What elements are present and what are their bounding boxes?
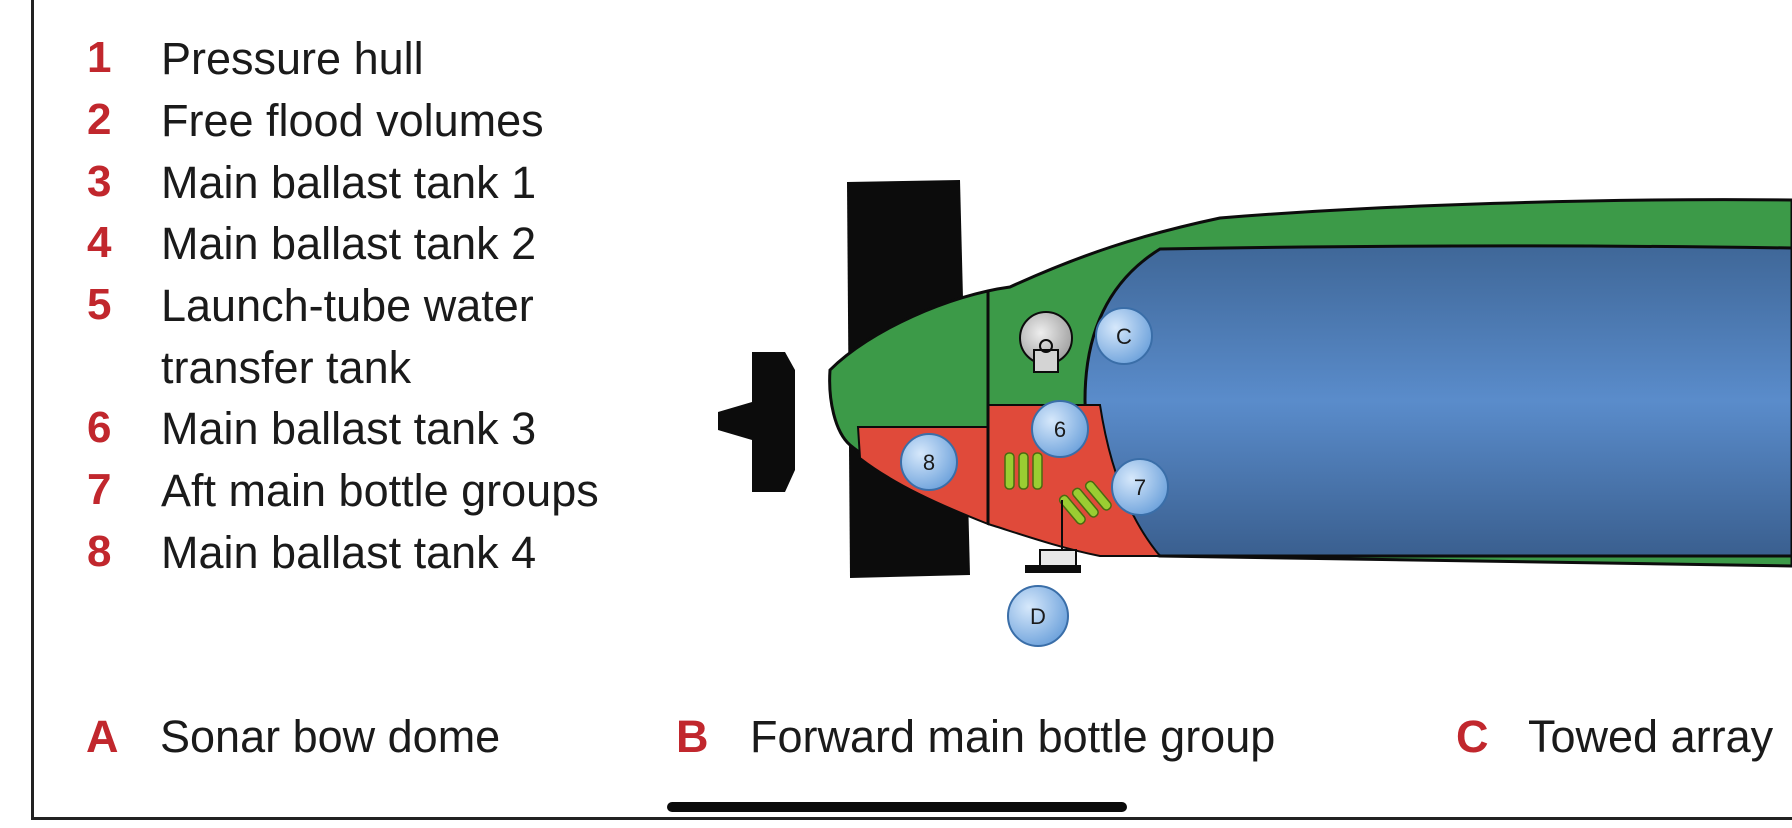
legend-number: 2 (87, 95, 112, 144)
legend-number: 3 (87, 157, 112, 206)
legend-letter-label: Towed array (1528, 711, 1774, 762)
legend-label: Main ballast tank 3 (161, 403, 537, 454)
propeller-shape (718, 352, 795, 492)
callout-d: D (1007, 585, 1069, 647)
legend-number: 5 (87, 280, 112, 329)
legend-letter: C (1456, 711, 1489, 762)
aft-bottle-group (1004, 452, 1112, 525)
legend-label: Free flood volumes (161, 95, 544, 146)
pressure-hull (1083, 244, 1792, 558)
legend-label: Main ballast tank 4 (161, 527, 537, 578)
legend-number: 1 (87, 33, 112, 82)
legend-label: Pressure hull (161, 33, 424, 84)
diagram-frame (31, 0, 1792, 820)
legend-letter-label: Sonar bow dome (160, 711, 501, 762)
legend-letter: B (676, 711, 709, 762)
legend-label: Aft main bottle groups (161, 465, 599, 516)
legend-label: Launch-tube water (161, 280, 534, 331)
callout-7: 7 (1111, 458, 1169, 516)
legend-letter: A (86, 711, 119, 762)
legend-number: 7 (87, 465, 112, 514)
callout-6: 6 (1031, 400, 1089, 458)
callout-6-label: 6 (1054, 417, 1066, 442)
towed-array-dispenser-icon (1025, 500, 1081, 573)
legend-number: 8 (87, 527, 112, 576)
legend-letter-label: Forward main bottle group (750, 711, 1276, 762)
legend-label-continued: transfer tank (161, 342, 412, 393)
callout-c: C (1095, 307, 1153, 365)
callout-c-label: C (1116, 324, 1132, 349)
towed-array-winch-icon (1019, 311, 1073, 373)
home-indicator-bar[interactable] (667, 802, 1127, 812)
legend-number: 4 (87, 218, 112, 267)
legend-label: Main ballast tank 1 (161, 157, 537, 208)
callout-8-label: 8 (923, 450, 935, 475)
callout-8: 8 (900, 433, 958, 491)
callout-d-label: D (1030, 604, 1046, 629)
callout-7-label: 7 (1134, 475, 1146, 500)
main-ballast-tank-3 (987, 404, 1163, 557)
legend-label: Main ballast tank 2 (161, 218, 537, 269)
legend-number: 6 (87, 403, 112, 452)
